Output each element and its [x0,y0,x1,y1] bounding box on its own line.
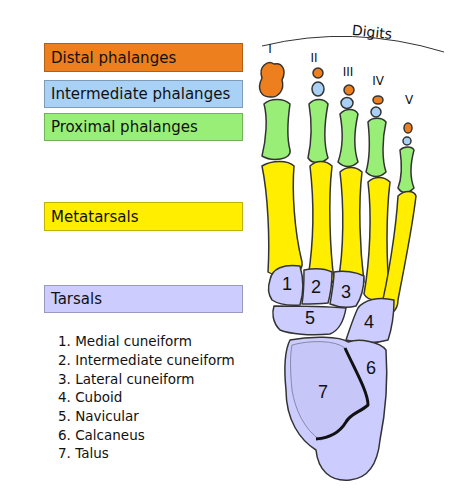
legend-text: Metatarsals [51,208,138,226]
key-entry: 2. Intermediate cuneiform [58,354,235,368]
proximal-phalanx [338,110,358,167]
digits-arc [262,36,444,52]
medial-cuneiform [269,266,303,306]
legend-text: Tarsals [51,290,102,308]
metatarsal [380,192,416,315]
metatarsal [338,168,364,289]
callout-number: 4 [364,313,374,331]
key-entry: 5. Navicular [58,410,139,424]
legend-swatch: Proximal phalanges [44,113,243,141]
intermediate-phalanx [403,137,411,145]
key-entry: 7. Talus [58,447,109,461]
intermediate-phalanx [371,107,381,117]
talus [291,342,369,440]
intermediate-cuneiform [302,269,332,304]
talus-border [316,348,368,439]
digit-numeral: V [405,94,413,106]
key-entry: 3. Lateral cuneiform [58,373,195,387]
proximal-phalanx [262,100,290,160]
legend-swatch: Tarsals [44,285,243,313]
distal-phalanx [373,96,383,104]
callout-number: 5 [305,309,315,327]
legend-swatch: Intermediate phalanges [44,80,243,108]
legend-swatch: Metatarsals [44,202,243,231]
digit-numeral: I [268,43,272,55]
distal-phalanx [260,63,284,97]
callout-number: 3 [341,283,351,301]
digit-numeral: IV [372,75,384,87]
callout-number: 6 [366,359,376,377]
callout-number: 7 [318,383,328,401]
distal-phalanx [404,123,412,133]
proximal-phalanx [398,147,414,193]
key-entry: 4. Cuboid [58,391,122,405]
digits-heading: Digits [351,23,392,41]
proximal-phalanx [366,118,386,176]
callout-number: 1 [282,275,292,293]
lateral-cuneiform [330,271,364,307]
legend-text: Distal phalanges [51,49,176,67]
key-entry: 6. Calcaneus [58,429,145,443]
metatarsal [262,162,302,277]
legend-text: Intermediate phalanges [51,85,230,103]
digit-numeral: II [310,52,317,64]
digit-numeral: III [343,66,354,78]
intermediate-phalanx [312,82,324,96]
metatarsal [308,162,334,286]
proximal-phalanx [308,100,328,163]
callout-number: 2 [311,278,321,296]
distal-phalanx [313,68,323,78]
distal-phalanx [344,85,354,95]
navicular [273,306,346,335]
key-entry: 1. Medial cuneiform [58,335,192,349]
legend-text: Proximal phalanges [51,118,198,136]
legend-swatch: Distal phalanges [44,43,243,72]
intermediate-phalanx [341,98,353,109]
calcaneus [285,337,387,480]
cuboid [346,298,394,343]
